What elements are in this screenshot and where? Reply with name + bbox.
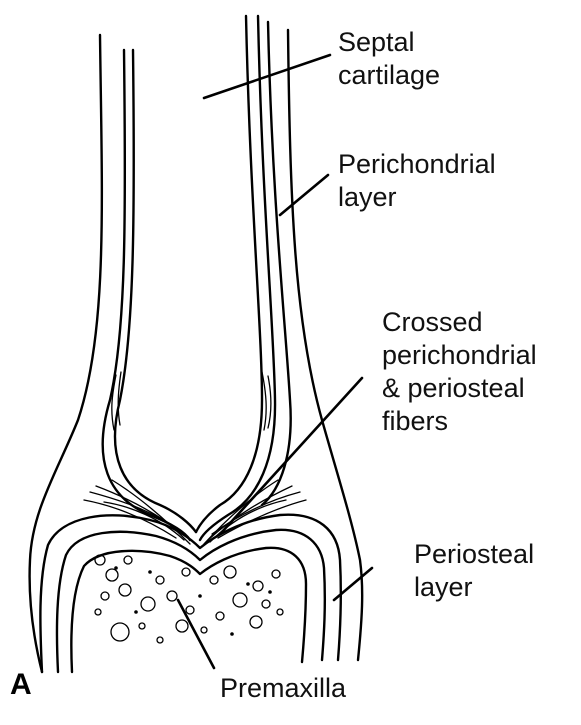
- label-premaxilla: Premaxilla: [220, 672, 346, 705]
- periosteal-arch-inner: [57, 530, 325, 672]
- cartilage-left-outer: [103, 50, 190, 540]
- label-perichondrial-layer: Perichondrial layer: [338, 148, 496, 214]
- leader-crossed-fibers: [222, 378, 362, 532]
- label-periosteal-layer: Periosteal layer: [414, 538, 534, 604]
- fiber-marks: [112, 372, 271, 430]
- premaxilla-outline: [71, 548, 306, 672]
- premaxilla-texture: [95, 555, 283, 643]
- cartilage-right-inner: [196, 16, 262, 532]
- leader-septal-cartilage: [204, 55, 330, 98]
- outer-envelope-left: [30, 35, 102, 672]
- label-crossed-fibers: Crossed perichondrial & periosteal fiber…: [382, 306, 537, 438]
- leader-perichondrial-layer: [280, 175, 328, 215]
- outer-envelope-right: [288, 30, 362, 660]
- panel-label: A: [10, 668, 32, 702]
- label-septal-cartilage: Septal cartilage: [338, 26, 440, 92]
- leader-premaxilla: [178, 600, 214, 668]
- cartilage-left-inner: [115, 50, 196, 532]
- perichondrium-right: [262, 22, 291, 505]
